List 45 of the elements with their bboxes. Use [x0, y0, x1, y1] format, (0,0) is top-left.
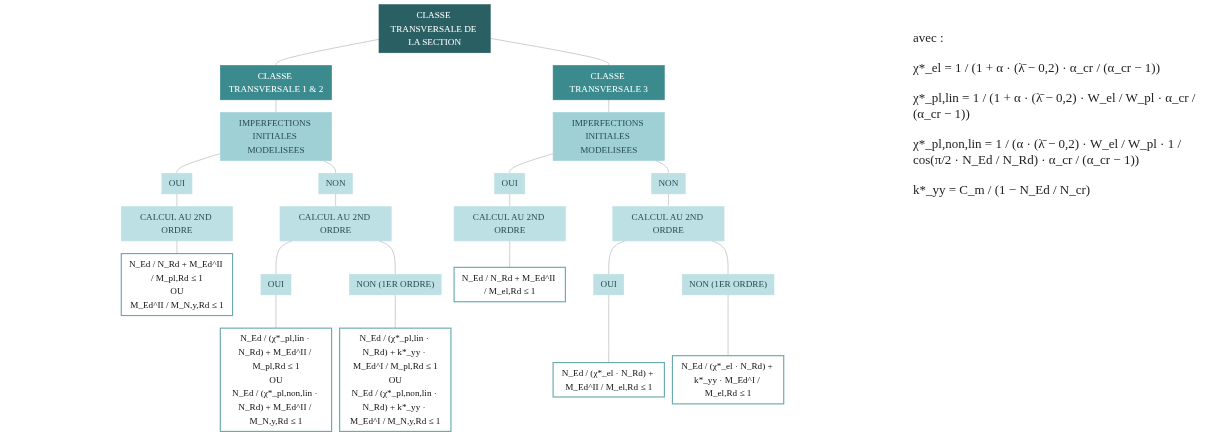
formula-note: χ*_pl,non,lin = 1 / (α · (λ̄ − 0,2) · W_el / W_pl · 1 / cos(π/2 · N_Ed / N_Rd) · α_cr / (α_cr − 1)) — [913, 136, 1182, 168]
node-box: NON — [318, 172, 353, 195]
node-box: N_Ed / N_Rd + M_Ed^II / M_el,Rd ≤ 1 — [453, 266, 566, 303]
node-box: NON — [651, 172, 686, 195]
node-box: CLASSE TRANSVERSALE 3 — [552, 65, 665, 101]
node-box: NON (1ER ORDRE) — [681, 273, 775, 296]
node-box: IMPERFECTIONS INITIALES MODELISEES — [220, 112, 332, 161]
connector — [335, 193, 336, 207]
node-box: OUI — [260, 273, 292, 296]
connector — [668, 193, 669, 207]
connector — [608, 240, 626, 275]
node-box: OUI — [593, 273, 625, 296]
node-box: OUI — [161, 172, 193, 195]
node-box: CLASSE TRANSVERSALE DE LA SECTION — [378, 4, 491, 54]
connector — [509, 153, 554, 174]
node-box: CALCUL AU 2ND ORDRE — [453, 206, 566, 242]
connector — [275, 240, 293, 275]
node-box: CALCUL AU 2ND ORDRE — [612, 206, 725, 242]
connector — [275, 39, 380, 66]
node-box: N_Ed / N_Rd + M_Ed^II / M_pl,Rd ≤ 1 OU M_Ed^II / M_N,y,Rd ≤ 1 — [120, 253, 234, 317]
connector — [394, 294, 396, 329]
node-box: NON (1ER ORDRE) — [349, 273, 442, 296]
connector — [608, 99, 610, 113]
formula-note: k*_yy = C_m / (1 − N_Ed / N_cr) — [913, 182, 1092, 198]
connector — [378, 240, 396, 275]
formula-note: χ*_el = 1 / (1 + α · (λ̄ − 0,2) · α_cr / (α_cr − 1)) — [913, 60, 1162, 76]
formula-note: avec : — [913, 30, 945, 46]
node-box: N_Ed / (χ*_el · N_Rd) + M_Ed^II / M_el,Rd ≤ 1 — [552, 362, 665, 398]
connector — [608, 294, 610, 363]
node-box: CALCUL AU 2ND ORDRE — [279, 206, 392, 242]
node-box: N_Ed / (χ*_pl,lin · N_Rd) + k*_yy · M_Ed^I / M_pl,Rd ≤ 1 OU N_Ed / (χ*_pl,non,lin · N_Rd) + k*_yy · M_Ed^I / M_N,y,Rd ≤ 1 — [339, 327, 452, 432]
node-box: OUI — [494, 172, 526, 195]
node-box: N_Ed / (χ*_el · N_Rd) + k*_yy · M_Ed^I / M_el,Rd ≤ 1 — [671, 355, 785, 405]
connector — [509, 240, 511, 268]
node-box: IMPERFECTIONS INITIALES MODELISEES — [552, 112, 665, 161]
node-box: CALCUL AU 2ND ORDRE — [121, 206, 233, 242]
formula-note: χ*_pl,lin = 1 / (1 + α · (λ̄ − 0,2) · W_el / W_pl · α_cr / (α_cr − 1)) — [913, 90, 1197, 122]
node-box: CLASSE TRANSVERSALE 1 & 2 — [220, 65, 332, 101]
connector — [655, 160, 669, 174]
connector — [711, 240, 729, 275]
connector — [509, 193, 511, 207]
node-box: N_Ed / (χ*_pl,lin · N_Rd) + M_Ed^II / M_pl,Rd ≤ 1 OU N_Ed / (χ*_pl,non,lin · N_Rd) + M_Ed^II / M_N,y,Rd ≤ 1 — [219, 327, 333, 432]
connector — [489, 38, 610, 66]
connector — [176, 153, 221, 174]
connector — [322, 160, 336, 174]
